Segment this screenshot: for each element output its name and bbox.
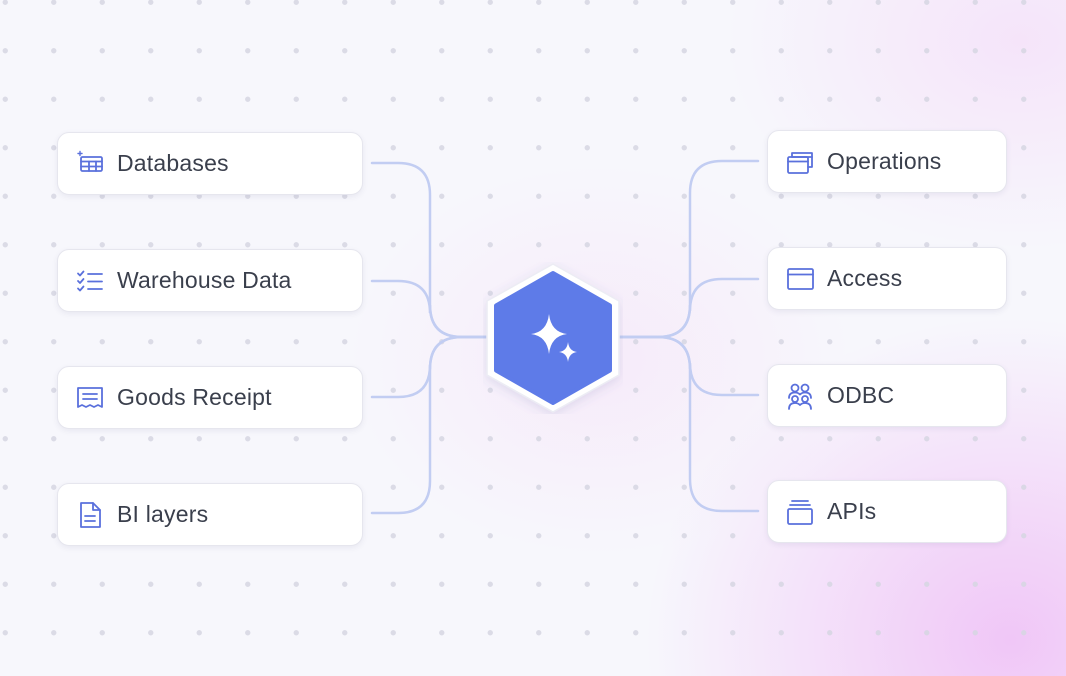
card-goods-receipt[interactable]: Goods Receipt [57, 366, 363, 429]
card-label: ODBC [827, 382, 895, 408]
card-label: APIs [827, 498, 877, 524]
connector-access [616, 277, 760, 339]
document-icon [75, 500, 105, 530]
database-table-icon [75, 149, 105, 179]
checklist-icon [75, 266, 105, 296]
connector-bi-layers [370, 335, 490, 515]
card-label: Databases [117, 150, 229, 176]
card-databases[interactable]: Databases [57, 132, 363, 195]
users-group-icon [785, 381, 815, 411]
card-operations[interactable]: Operations [767, 130, 1007, 193]
card-apis[interactable]: APIs [767, 480, 1007, 543]
card-odbc[interactable]: ODBC [767, 364, 1007, 427]
card-label: Goods Receipt [117, 384, 272, 410]
card-warehouse-data[interactable]: Warehouse Data [57, 249, 363, 312]
browser-window-icon [785, 264, 815, 294]
card-label: Warehouse Data [117, 267, 292, 293]
card-label: Operations [827, 148, 942, 174]
card-access[interactable]: Access [767, 247, 1007, 310]
stacked-layers-icon [785, 497, 815, 527]
connector-odbc [616, 335, 760, 397]
hub-hexagon[interactable] [483, 262, 623, 419]
sparkles-icon [531, 314, 577, 362]
card-label: Access [827, 265, 903, 291]
card-label: BI layers [117, 501, 209, 527]
card-bi-layers[interactable]: BI layers [57, 483, 363, 546]
connector-operations [616, 159, 760, 339]
receipt-icon [75, 383, 105, 413]
connector-apis [616, 335, 760, 513]
stacked-windows-icon [785, 147, 815, 177]
connector-warehouse-data [370, 279, 490, 339]
